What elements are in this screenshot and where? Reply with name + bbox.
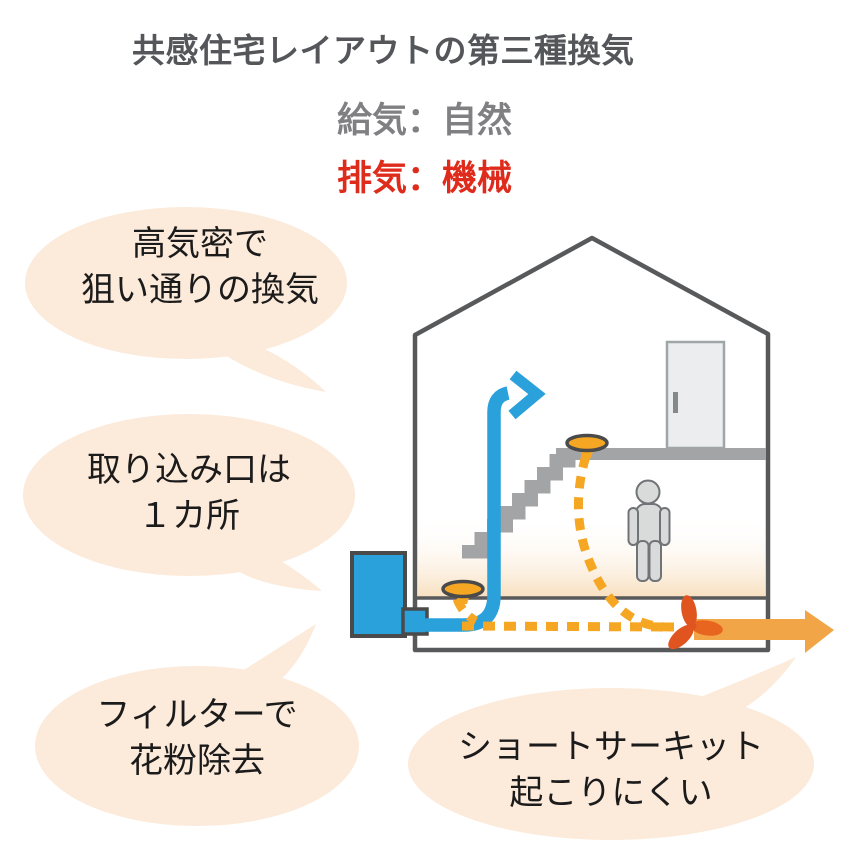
- bubble-intake-line2: １カ所: [138, 496, 240, 536]
- door-icon: [665, 340, 726, 450]
- bubble-airtight: 高気密で 狙い通りの換気: [40, 221, 360, 313]
- bubble-short-circuit-line1: ショートサーキット: [458, 727, 764, 767]
- bubble-intake: 取り込み口は １カ所: [29, 447, 349, 539]
- landing-vent-icon: [565, 433, 609, 458]
- exhaust-air-path: [452, 454, 675, 632]
- bubble-filter-shape: [35, 624, 359, 826]
- bubble-airtight-line2: 狙い通りの換気: [81, 270, 319, 310]
- supply-label: 給気：自然: [337, 101, 513, 141]
- bubble-filter-line1: フィルターで: [96, 695, 298, 735]
- exhaust-exit-arrow: [694, 610, 834, 653]
- page-title: 共感住宅レイアウトの第三種換気: [132, 31, 635, 70]
- intake-unit-icon: [350, 551, 429, 638]
- bubble-airtight-line1: 高気密で: [132, 224, 268, 264]
- speech-bubble-shapes: [23, 207, 814, 840]
- bubble-intake-line1: 取り込み口は: [87, 450, 291, 490]
- person-icon: [627, 479, 671, 582]
- bubble-filter-line2: 花粉除去: [129, 741, 265, 781]
- exhaust-label: 排気：機械: [337, 159, 513, 199]
- bubble-filter: フィルターで 花粉除去: [37, 692, 357, 784]
- supply-air-arrow: [421, 370, 546, 632]
- bubble-intake-shape: [23, 414, 355, 591]
- bubble-short-circuit-shape: [408, 657, 814, 840]
- bubble-airtight-shape: [25, 207, 347, 392]
- second-floor-slab: [556, 448, 766, 460]
- bubble-short-circuit: ショートサーキット 起こりにくい: [451, 724, 771, 816]
- exhaust-fan-icon: [668, 595, 723, 650]
- door-handle: [673, 392, 678, 413]
- supply-arrowhead: [508, 370, 546, 420]
- bubble-short-circuit-line2: 起こりにくい: [509, 773, 713, 813]
- floor-vent-icon: [441, 579, 485, 604]
